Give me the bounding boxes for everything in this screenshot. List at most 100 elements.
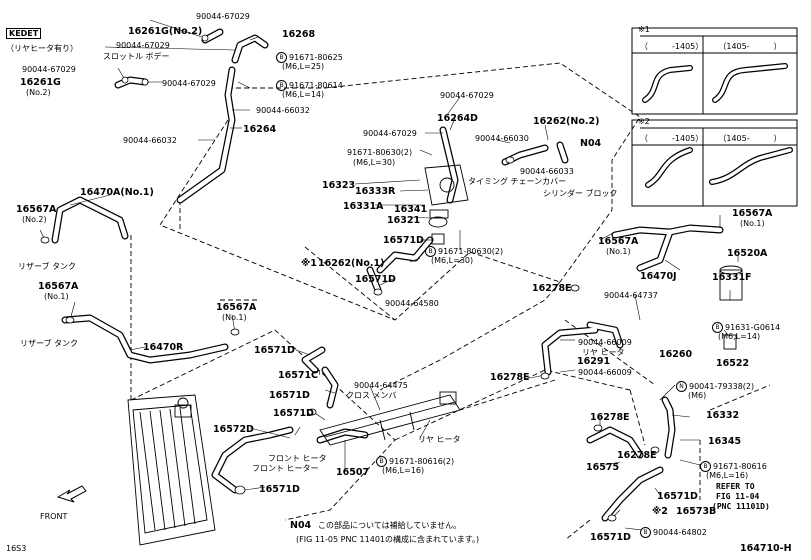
bolt-mark-icon: B	[640, 527, 651, 538]
variant-2-col-1: （ -1405）	[640, 134, 704, 143]
part-callout-l55: 16571D	[273, 408, 314, 419]
part-callout-l47: 16470R	[143, 342, 183, 353]
part-callout-text: 16291	[577, 356, 611, 367]
part-callout-l84: 16278E	[590, 412, 630, 423]
part-callout-text: (No.1)	[44, 292, 69, 301]
part-callout-text: 16261G(No.2)	[128, 26, 203, 37]
part-callout-text: 16323	[322, 180, 356, 191]
part-callout-text: リヤ ヒータ	[418, 435, 461, 444]
part-callout-text: N04	[580, 138, 602, 149]
part-callout-l77: リヤ ヒータ	[582, 348, 625, 357]
part-callout-l92: FIG 11-04	[716, 492, 759, 501]
part-callout-l18: 90044-67029	[363, 129, 417, 138]
part-callout-text: (M6,L=14)	[718, 332, 761, 341]
part-callout-text: 90044-64737	[604, 291, 658, 300]
part-callout-text: タイミング チェーンカバー	[468, 177, 567, 186]
radiator-drawing	[127, 394, 216, 546]
water-outlet-right	[719, 265, 743, 350]
part-callout-l39: 90044-64580	[385, 299, 439, 308]
part-callout-text: 90044-67029	[116, 41, 170, 50]
part-callout-text: FRONT	[40, 512, 68, 521]
part-callout-text: 90044-64475	[354, 381, 408, 390]
part-callout-text: 16571C	[278, 370, 319, 381]
part-callout-text: 91671-80625	[289, 53, 343, 62]
part-callout-text: スロットル ボデー	[103, 52, 170, 61]
part-callout-text: 16331F	[712, 272, 752, 283]
part-callout-l65: (No.1)	[606, 247, 631, 256]
part-callout-text: フロント ヒータ	[268, 454, 327, 463]
part-callout-text: 16567A	[216, 302, 257, 313]
part-callout-text: 91671-80616	[713, 462, 767, 471]
part-callout-text: (M6,L=25)	[282, 62, 325, 71]
part-callout-text: 16522	[716, 358, 750, 369]
part-callout-l17: 90044-67029	[440, 91, 494, 100]
part-callout-text: (M6,L=16)	[382, 466, 425, 475]
part-callout-l11: 90044-67029	[162, 79, 216, 88]
part-callout-text: 16507	[336, 467, 370, 478]
part-callout-text: 90044-64580	[385, 299, 439, 308]
part-callout-l5: スロットル ボデー	[103, 52, 170, 61]
part-callout-l81: 16278E	[490, 372, 530, 383]
part-callout-l83: (M6)	[688, 391, 706, 400]
part-callout-l3: 16268	[282, 29, 315, 40]
part-callout-l29: シリンダー ブロック	[543, 189, 618, 198]
part-callout-text: 91671-80614	[289, 81, 343, 90]
bolt-mark-icon: B	[712, 322, 723, 333]
part-callout-text: (No.2)	[26, 88, 51, 97]
part-callout-l25: 90044-66033	[520, 167, 574, 176]
part-callout-l62: 16507	[336, 467, 369, 478]
part-callout-l61: (M6,L=16)	[382, 466, 424, 475]
part-callout-text: 90044-67029	[440, 91, 494, 100]
part-callout-text: FIG 11-04	[716, 492, 760, 501]
part-callout-l66: 16470J	[640, 271, 677, 282]
variant-2-col-2: （1405- ）	[718, 134, 782, 143]
part-callout-l49: (No.1)	[222, 313, 247, 322]
part-callout-l2: 16261G(No.2)	[128, 26, 202, 37]
dashed-guide-lines	[130, 62, 771, 541]
part-callout-text: 91671-80630(2)	[347, 148, 413, 157]
model-code-box: KEDET	[6, 28, 42, 39]
part-callout-text: リザーブ タンク	[18, 262, 77, 271]
part-callout-text: リヤ ヒータ	[582, 348, 625, 357]
part-callout-l9: 16261G	[20, 77, 61, 88]
part-callout-l21: 90044-66030	[475, 134, 529, 143]
part-callout-text: リザーブ タンク	[20, 339, 79, 348]
part-callout-l31: 16341	[394, 204, 427, 215]
part-callout-text: 16278E	[490, 372, 530, 383]
part-callout-l67: 16278E	[532, 283, 572, 294]
part-callout-l64: 16567A	[598, 236, 638, 247]
part-callout-l94: 16571D	[657, 491, 698, 502]
part-callout-text: 90044-66009	[578, 338, 632, 347]
bolt-mark-icon: B	[700, 461, 711, 472]
part-callout-l22: N04	[580, 138, 601, 149]
part-callout-l40: 16470A(No.1)	[80, 187, 154, 198]
part-callout-l53: クロス メンバ	[346, 391, 397, 400]
part-callout-text: (No.1)	[606, 247, 631, 256]
part-callout-text: 16341	[394, 204, 428, 215]
part-callout-l38: 16571D	[355, 274, 396, 285]
part-callout-text: 90044-66032	[123, 136, 177, 145]
model-note: （リヤヒータ有り）	[6, 44, 78, 53]
part-callout-l14: 90044-66032	[256, 106, 310, 115]
part-callout-text: 16567A	[16, 204, 57, 215]
part-callout-text: REFER TO	[716, 482, 755, 491]
part-callout-l56: 16572D	[213, 424, 254, 435]
part-callout-text: 16264	[243, 124, 277, 135]
part-callout-l50: 16571D	[254, 345, 295, 356]
variant-1-col-2: （1405- ）	[718, 42, 782, 51]
bolt-mark-icon: B	[276, 52, 287, 63]
part-callout-l97: 16571D	[590, 532, 631, 543]
part-callout-text: 90044-66033	[520, 167, 574, 176]
part-callout-l37: 16262(No.1)	[318, 258, 384, 269]
part-callout-text: 16264D	[437, 113, 478, 124]
part-callout-text: 16571D	[269, 390, 310, 401]
part-callout-l90: (M6,L=16)	[706, 471, 748, 480]
part-callout-l1: 90044-67029	[196, 12, 250, 21]
part-callout-l69: 16567A	[732, 208, 772, 219]
part-callout-l58: フロント ヒータ	[268, 454, 327, 463]
nut-mark-icon: N	[676, 381, 687, 392]
